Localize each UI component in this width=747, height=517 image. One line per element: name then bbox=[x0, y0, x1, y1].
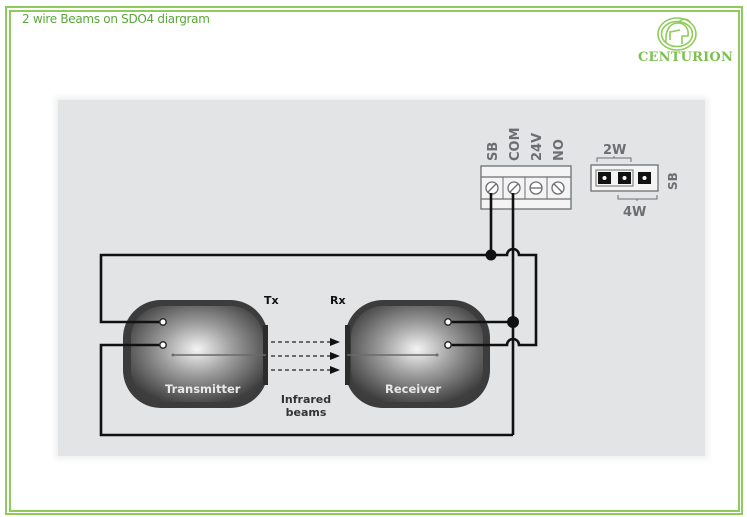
terminal-block bbox=[480, 165, 572, 210]
screw-terminal-icon bbox=[551, 181, 565, 195]
tx-label: Tx bbox=[264, 294, 279, 307]
arrow-right-icon bbox=[330, 366, 340, 374]
wire-junction-dot bbox=[507, 316, 519, 328]
screw-terminal-icon bbox=[529, 181, 543, 195]
jumper-2w-4w: 2W 4W SB bbox=[590, 143, 680, 220]
wires bbox=[99, 193, 538, 437]
terminal-label-no: NO bbox=[552, 139, 567, 161]
transmitter-terminal-2 bbox=[159, 341, 167, 349]
infrared-beams bbox=[271, 338, 340, 374]
receiver-terminal-1 bbox=[444, 318, 452, 326]
page-title: 2 wire Beams on SDO4 diargram bbox=[22, 12, 210, 26]
wire-tx-com bbox=[99, 343, 513, 437]
rx-label: Rx bbox=[330, 294, 346, 307]
transmitter-device: Transmitter bbox=[123, 300, 268, 408]
terminal-label-sb: SB bbox=[486, 142, 501, 161]
infrared-label-line1: Infrared bbox=[281, 393, 331, 406]
transmitter-terminal-1 bbox=[159, 318, 167, 326]
terminal-label-com: COM bbox=[508, 127, 523, 161]
arrow-right-icon bbox=[330, 352, 340, 360]
screw-terminal-icon bbox=[507, 181, 521, 195]
receiver-device: Receiver bbox=[345, 300, 490, 408]
wire-junction-dot bbox=[485, 249, 497, 261]
transmitter-label: Transmitter bbox=[165, 382, 241, 396]
jumper-label-sb: SB bbox=[666, 172, 680, 190]
wire-top-loop bbox=[99, 247, 538, 347]
arrow-right-icon bbox=[330, 338, 340, 346]
inner-frame bbox=[9, 10, 740, 512]
outer-frame bbox=[5, 6, 743, 515]
jumper-label-4w: 4W bbox=[623, 205, 646, 220]
brand-logo-text: CENTURION bbox=[638, 50, 734, 65]
screw-terminal-icon bbox=[485, 181, 499, 195]
terminal-label-24v: 24V bbox=[530, 133, 545, 161]
centurion-helmet-icon bbox=[657, 17, 697, 51]
jumper-label-2w: 2W bbox=[603, 143, 626, 158]
infrared-label-line2: beams bbox=[286, 406, 327, 419]
receiver-label: Receiver bbox=[385, 382, 442, 396]
receiver-terminal-2 bbox=[444, 341, 452, 349]
